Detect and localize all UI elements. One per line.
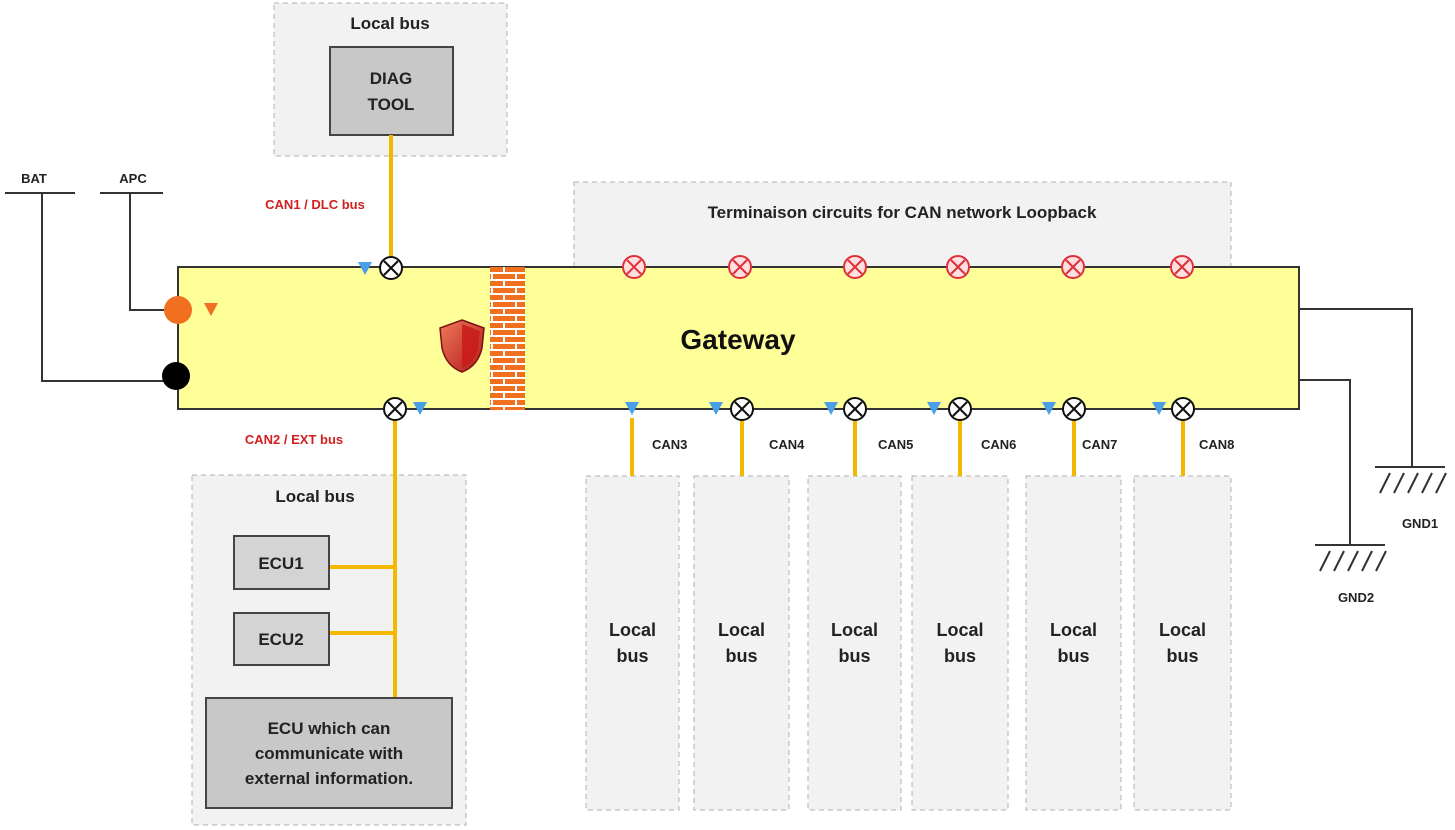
can7-label: CAN7: [1082, 437, 1117, 452]
can6-label: CAN6: [981, 437, 1016, 452]
termination-resistor-icon: [1170, 255, 1194, 279]
can5-local-bus-box: [807, 475, 902, 811]
external-ecu-label-line2: communicate with: [255, 744, 403, 763]
termination-resistor-icon: [622, 255, 646, 279]
can1-bus-label: CAN1 / DLC bus: [265, 197, 365, 212]
can5-bus: Local bus CAN5: [807, 397, 913, 811]
can7-marker-icon: [1042, 402, 1056, 415]
can5-local-bus-label-line2: bus: [838, 646, 870, 666]
top-local-bus-title: Local bus: [350, 14, 429, 33]
can3-local-bus-label-line1: Local: [609, 620, 656, 640]
ext-local-bus-title: Local bus: [275, 487, 354, 506]
can5-marker-icon: [824, 402, 838, 415]
can2-marker-icon: [413, 402, 427, 415]
can3-local-bus-label-line2: bus: [616, 646, 648, 666]
can8-local-bus-box: [1133, 475, 1232, 811]
can6-marker-icon: [927, 402, 941, 415]
bat-terminal: [162, 362, 190, 390]
can8-local-bus-label-line2: bus: [1166, 646, 1198, 666]
ecu2-box: [233, 612, 330, 666]
termination-resistor-icon: [1061, 255, 1085, 279]
can7-bus: Local bus CAN7: [1025, 397, 1122, 811]
can2-bus-label: CAN2 / EXT bus: [245, 432, 343, 447]
can1-connector-icon: [379, 256, 403, 280]
can7-connector-icon: [1062, 397, 1086, 421]
can2-connector-icon: [383, 397, 407, 421]
can6-local-bus-label-line2: bus: [944, 646, 976, 666]
can3-label: CAN3: [652, 437, 687, 452]
can5-label: CAN5: [878, 437, 913, 452]
ecu1-box: [233, 535, 330, 590]
shield-icon: [439, 319, 485, 373]
can8-local-bus-label-line1: Local: [1159, 620, 1206, 640]
can8-bus: Local bus CAN8: [1133, 397, 1234, 811]
apc-terminal: [164, 296, 192, 324]
can5-local-bus-label-line1: Local: [831, 620, 878, 640]
termination-resistor-icon: [843, 255, 867, 279]
external-ecu-box: [205, 697, 453, 809]
termination-title: Terminaison circuits for CAN network Loo…: [708, 203, 1097, 222]
can4-bus: Local bus CAN4: [693, 397, 805, 811]
can4-label: CAN4: [769, 437, 805, 452]
gnd1-label: GND1: [1402, 516, 1438, 531]
ecu1-label: ECU1: [258, 554, 303, 573]
apc-wire: [129, 193, 164, 311]
can8-marker-icon: [1152, 402, 1166, 415]
external-ecu-label-line1: ECU which can: [268, 719, 391, 738]
can7-local-bus-label-line1: Local: [1050, 620, 1097, 640]
diag-tool-box: [329, 46, 454, 136]
termination-resistor-icon: [946, 255, 970, 279]
ecu2-label: ECU2: [258, 630, 303, 649]
gnd1-wire: [1299, 308, 1413, 467]
apc-label: APC: [119, 171, 147, 186]
can4-connector-icon: [730, 397, 754, 421]
diag-tool-label-line1: DIAG: [370, 69, 413, 88]
firewall-icon: [490, 267, 525, 410]
gnd2-ground-icon: [1315, 544, 1387, 572]
can6-bus: Local bus CAN6: [911, 397, 1016, 811]
apc-marker-icon: [204, 303, 218, 316]
termination-resistor-icon: [728, 255, 752, 279]
bat-label: BAT: [21, 171, 47, 186]
can6-connector-icon: [948, 397, 972, 421]
can4-local-bus-label-line2: bus: [725, 646, 757, 666]
gnd2-label: GND2: [1338, 590, 1374, 605]
gateway-label: Gateway: [680, 324, 796, 355]
can6-local-bus-label-line1: Local: [936, 620, 983, 640]
can4-local-bus-label-line1: Local: [718, 620, 765, 640]
can8-connector-icon: [1171, 397, 1195, 421]
can3-local-bus-box: [585, 475, 680, 811]
diag-tool-label-line2: TOOL: [368, 95, 415, 114]
can3-bus: Local bus CAN3: [585, 402, 687, 811]
gnd2-wire: [1299, 379, 1351, 545]
can4-local-bus-box: [693, 475, 790, 811]
can1-marker-icon: [358, 262, 372, 275]
can5-connector-icon: [843, 397, 867, 421]
can7-local-bus-label-line2: bus: [1057, 646, 1089, 666]
bat-wire: [41, 193, 164, 382]
termination-circuits: [622, 255, 1194, 279]
can4-marker-icon: [709, 402, 723, 415]
can8-label: CAN8: [1199, 437, 1234, 452]
can-bus-group: LocalbusCAN3LocalbusCAN4LocalbusCAN5Loca…: [585, 397, 1234, 811]
gnd1-ground-icon: [1375, 466, 1447, 494]
external-ecu-label-line3: external information.: [245, 769, 413, 788]
can7-local-bus-box: [1025, 475, 1122, 811]
can3-marker-icon: [625, 402, 639, 415]
can6-local-bus-box: [911, 475, 1009, 811]
